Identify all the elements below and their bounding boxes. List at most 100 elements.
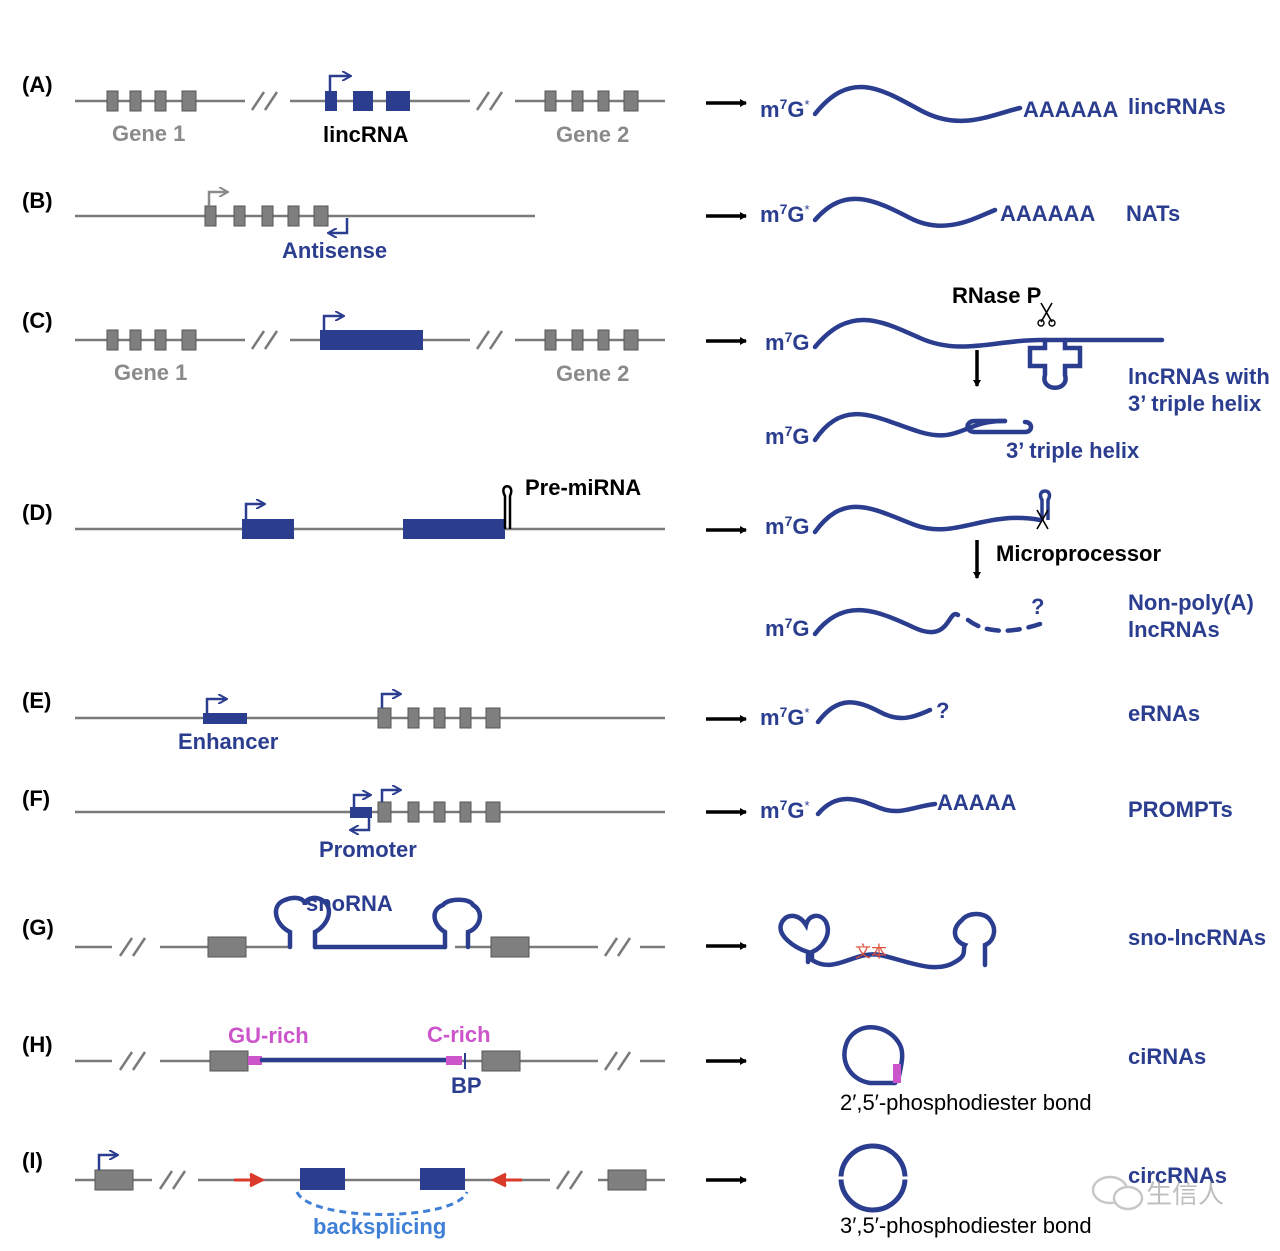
circrna-circle — [838, 1143, 908, 1213]
triple-helix — [965, 418, 1034, 435]
row-b-tag: (B) — [22, 188, 53, 213]
rna-transcript — [812, 84, 1023, 124]
snorna-label: snoRNA — [306, 891, 393, 916]
bp-label: BP — [451, 1073, 482, 1098]
red-arrow-right-icon — [234, 1172, 266, 1188]
unknown-mark: ? — [936, 698, 949, 723]
snorna-left — [273, 895, 332, 950]
antisense-label: Antisense — [282, 238, 387, 263]
c-rich-label: C-rich — [427, 1022, 491, 1047]
unknown-end — [965, 617, 1043, 633]
exon-1 — [94, 1169, 134, 1191]
row-h-tag: (H) — [22, 1032, 53, 1057]
category-label: NATs — [1126, 201, 1180, 226]
watermark-text: 生信人 — [1146, 1179, 1224, 1209]
sense-tss-arrow-icon — [207, 192, 226, 206]
cirna-junction — [893, 1064, 901, 1083]
row-c: (C) Gene 1 Gene 2 m7G RNase P — [22, 283, 1270, 463]
backsplicing-arc — [295, 1191, 469, 1216]
lncrna-exon — [320, 330, 423, 350]
polya-tail: AAAAAA — [1000, 201, 1095, 226]
bond-label: 2′,5′-phosphodiester bond — [840, 1090, 1092, 1115]
tss-arrow-icon — [328, 76, 349, 91]
exon-2 — [490, 936, 530, 958]
gene-2-label: Gene 2 — [556, 361, 629, 386]
break-marks — [118, 937, 632, 957]
pre-mirna-label: Pre-miRNA — [525, 475, 641, 500]
exon-2 — [481, 1050, 521, 1072]
gene-1-exons — [106, 90, 197, 112]
cap-label: m7G* — [760, 704, 810, 730]
row-d-tag: (D) — [22, 500, 53, 525]
microprocessor-label: Microprocessor — [996, 541, 1161, 566]
gene-2-label: Gene 2 — [556, 122, 629, 147]
cap-label: m7G — [765, 423, 809, 449]
hairpin-icon — [502, 485, 513, 529]
row-e: (E) Enhancer m7G* ? eRNAs — [22, 688, 1200, 754]
gu-rich-label: GU-rich — [228, 1023, 309, 1048]
row-g-tag: (G) — [22, 915, 54, 940]
gene-1-label: Gene 1 — [114, 360, 187, 385]
gene-exons — [204, 205, 329, 227]
break-marks — [158, 1170, 584, 1190]
precursor-rna — [812, 317, 1165, 350]
category-label: eRNAs — [1128, 701, 1200, 726]
exon-1 — [207, 936, 247, 958]
gene-tss-arrow-icon — [380, 790, 399, 802]
overlay-text: 文本 — [855, 943, 887, 961]
cap-label: m7G* — [760, 797, 810, 823]
promoter-label: Promoter — [319, 837, 417, 862]
sno-lncrna-product — [778, 911, 997, 970]
category-line-1: Non-poly(A) — [1128, 590, 1254, 615]
enhancer-block — [203, 713, 247, 724]
cap-label: m7G — [765, 615, 809, 641]
snorna-right — [432, 897, 483, 950]
tss-arrow-icon — [244, 504, 263, 519]
mature-rna — [812, 411, 1008, 443]
row-i: (I) backsplicing 3′,5′-phosphodiester bo… — [22, 1143, 1227, 1239]
hairpin-structure — [1038, 489, 1052, 520]
category-line-2: lncRNAs — [1128, 617, 1220, 642]
circ-exon-1 — [300, 1168, 345, 1190]
row-b: (B) Antisense m7G* AAAAAA NATs — [22, 188, 1180, 263]
row-c-tag: (C) — [22, 308, 53, 333]
row-f-tag: (F) — [22, 786, 50, 811]
category-label: circRNAs — [1128, 1163, 1227, 1188]
scissors-icon — [1036, 509, 1049, 530]
bond-label: 3′,5′-phosphodiester bond — [840, 1213, 1092, 1238]
promoter-tss-arrow-icon — [352, 795, 369, 807]
cap-label: m7G — [765, 329, 809, 355]
wechat-icon — [1091, 1175, 1144, 1211]
gene-1-label: Gene 1 — [112, 121, 185, 146]
cap-label: m7G* — [760, 201, 810, 227]
row-f: (F) Promoter m7G* AAAAA PROMPTs — [22, 786, 1233, 862]
unknown-mark: ? — [1031, 594, 1044, 619]
tss-arrow-icon — [97, 1155, 116, 1170]
triple-helix-label: 3’ triple helix — [1006, 438, 1140, 463]
enhancer-tss-arrow-icon — [205, 699, 225, 713]
break-marks — [250, 91, 504, 111]
c-rich-element — [446, 1056, 462, 1065]
gene-tss-arrow-icon — [380, 694, 399, 708]
exon-4 — [607, 1169, 647, 1191]
break-marks — [250, 330, 504, 350]
gene-2-exons — [544, 329, 639, 351]
red-arrow-left-icon — [490, 1172, 522, 1188]
scissors-icon — [1037, 302, 1056, 327]
row-e-tag: (E) — [22, 688, 51, 713]
rna-transcript — [812, 196, 998, 228]
tss-arrow-icon — [322, 316, 342, 330]
category-label: PROMPTs — [1128, 797, 1233, 822]
rnase-p-label: RNase P — [952, 283, 1041, 308]
watermark: 生信人 — [1091, 1175, 1224, 1211]
lincrna-exons — [325, 91, 410, 111]
polya-tail: AAAAA — [937, 790, 1017, 815]
promoter-block — [350, 807, 372, 818]
antisense-tss-arrow-icon — [330, 218, 349, 233]
category-label: sno-lncRNAs — [1128, 925, 1266, 950]
row-i-tag: (I) — [22, 1148, 43, 1173]
gene-exons — [377, 801, 501, 823]
lincrna-label: lincRNA — [323, 122, 409, 147]
trna-like-structure — [1027, 337, 1083, 390]
